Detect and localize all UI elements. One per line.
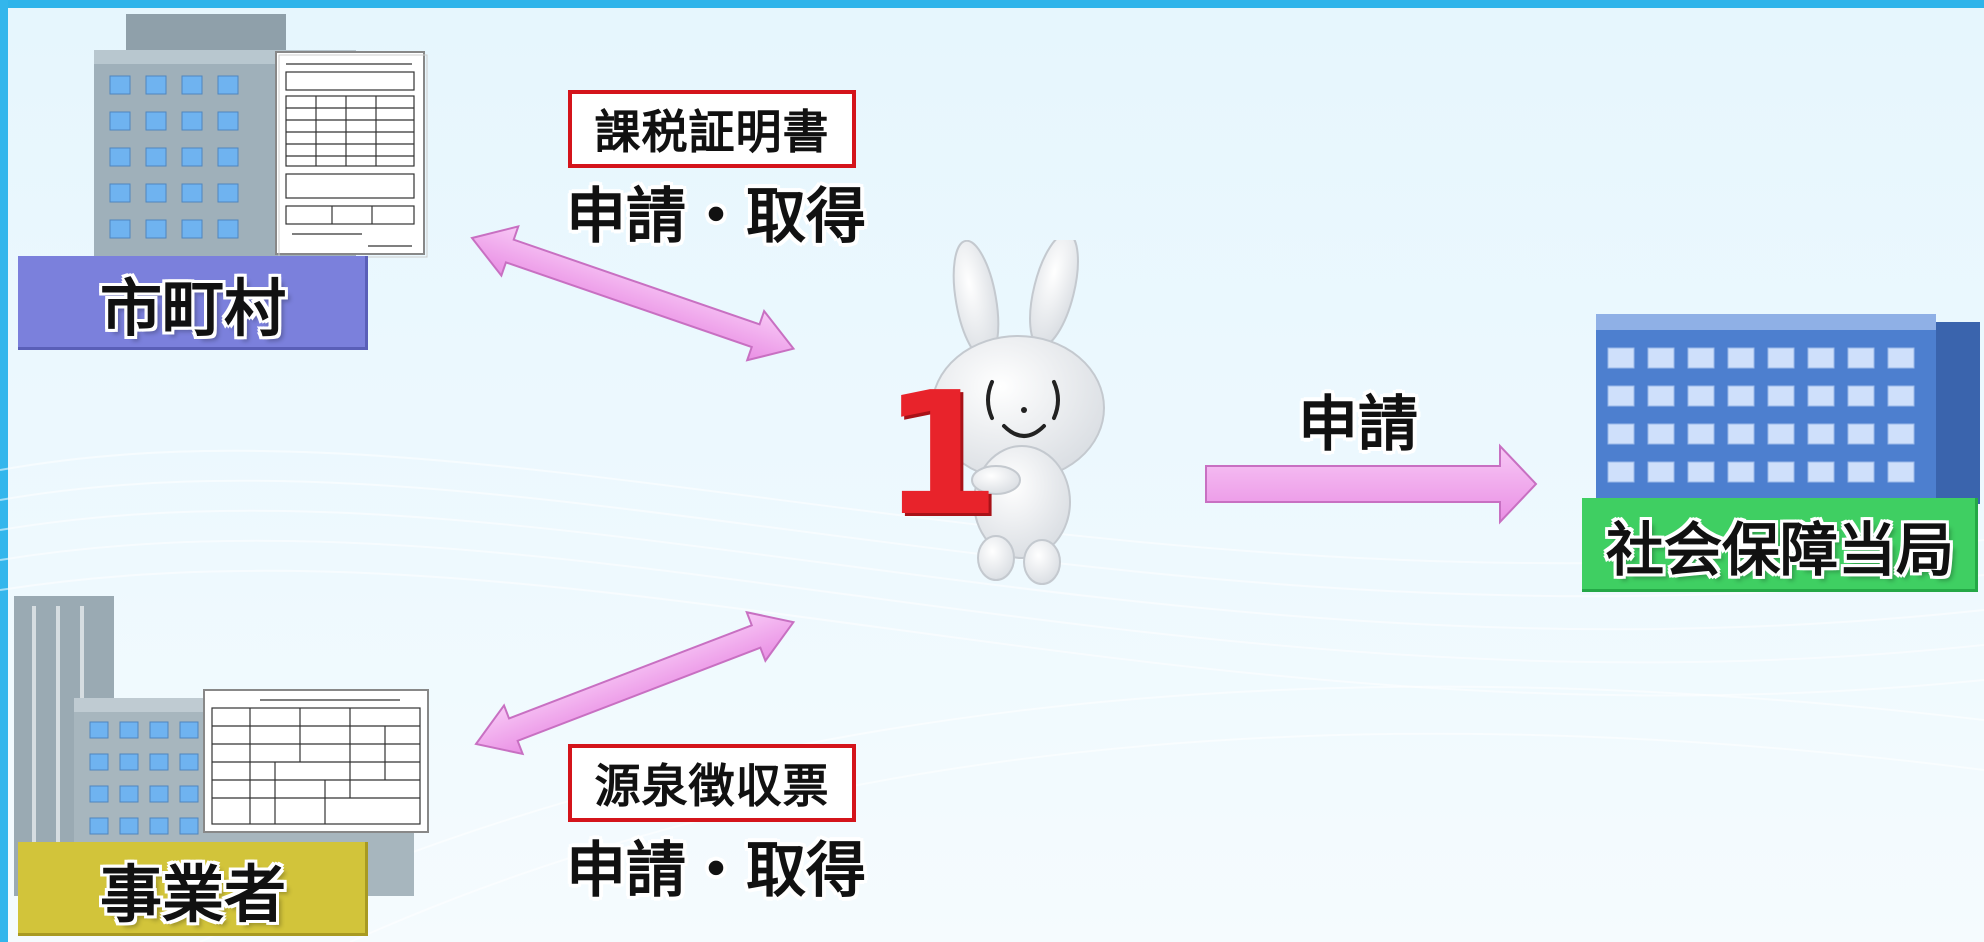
- city-label: 市町村: [18, 256, 368, 350]
- tax-certificate-document-icon: [275, 51, 428, 258]
- bottom-action-text: 申請・取得: [566, 822, 866, 909]
- single-arrow-authority: [1205, 443, 1538, 525]
- withholding-slip-tag-text: 源泉徴収票: [594, 759, 830, 813]
- right-action-label: 申請: [1298, 390, 1418, 460]
- business-label-bg: [18, 842, 368, 936]
- bottom-action-label: 申請・取得: [566, 836, 866, 906]
- top-action-label: 申請・取得: [566, 182, 866, 252]
- mascot-number-text: 1: [882, 356, 1001, 554]
- city-label-text: 市町村: [99, 272, 286, 345]
- authority-label-bg: [1582, 498, 1978, 592]
- right-action-text: 申請: [1298, 376, 1418, 463]
- tax-certificate-tag: 課税証明書: [568, 90, 856, 168]
- city-label-bg: [18, 256, 368, 350]
- withholding-slip-document-icon: [203, 689, 429, 833]
- business-label-text: 事業者: [99, 858, 286, 931]
- mascot-number: 1: [882, 370, 1000, 540]
- double-arrow-business: [474, 610, 796, 756]
- double-arrow-city: [470, 225, 796, 362]
- tax-certificate-tag-text: 課税証明書: [594, 105, 830, 159]
- authority-label: 社会保障当局: [1582, 498, 1978, 592]
- authority-building-icon: [1596, 314, 1980, 504]
- business-label: 事業者: [18, 842, 368, 936]
- frame-edge: [0, 0, 8, 942]
- top-action-text: 申請・取得: [566, 168, 866, 255]
- withholding-slip-tag: 源泉徴収票: [568, 744, 856, 822]
- rabbit-mascot-icon: [931, 240, 1105, 585]
- authority-label-text: 社会保障当局: [1605, 516, 1954, 584]
